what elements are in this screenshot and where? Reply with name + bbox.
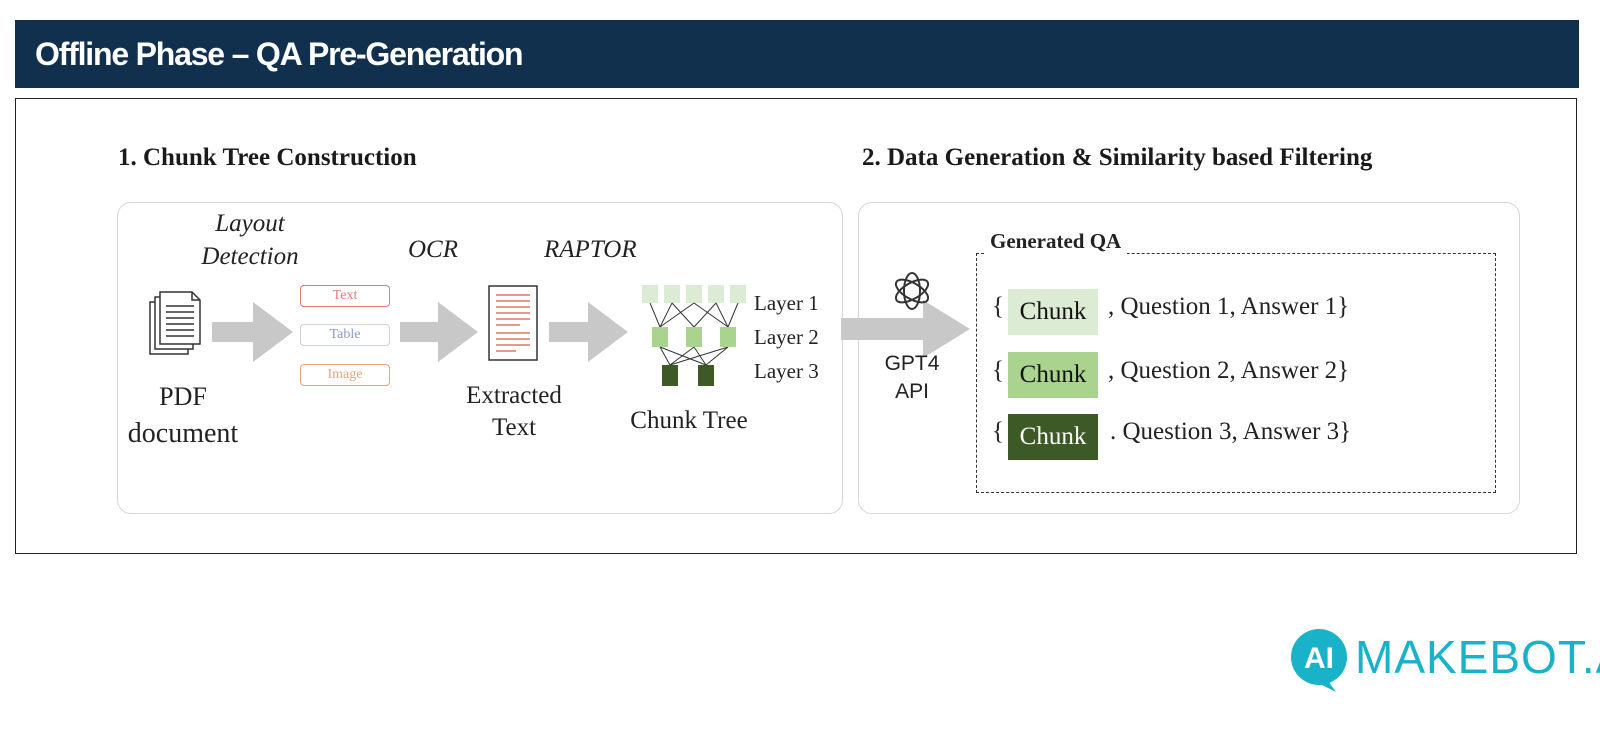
layout-label-line1: Layout	[215, 210, 285, 237]
layout-label-line2: Detection	[201, 243, 299, 270]
arrow-raptor	[549, 302, 628, 362]
extracted-label-line1: Extracted	[466, 382, 562, 409]
pdf-label-line2: document	[127, 418, 239, 449]
text-document-icon	[488, 285, 538, 361]
qa-row-1-open: {	[992, 293, 1004, 320]
header-bar: Offline Phase – QA Pre-Generation	[15, 20, 1579, 88]
layer-1-label: Layer 1	[754, 291, 819, 315]
pdf-label-line1: PDF	[159, 382, 207, 411]
section2-title: 2. Data Generation & Similarity based Fi…	[862, 144, 1373, 171]
generated-qa-box	[976, 253, 1496, 493]
page-title: Offline Phase – QA Pre-Generation	[35, 36, 524, 72]
layout-tag-text: Text	[300, 285, 390, 307]
data-generation-panel	[858, 202, 1520, 514]
qa-row-3-rest: . Question 3, Answer 3}	[1110, 418, 1352, 445]
layout-tag-table: Table	[300, 324, 390, 346]
extracted-label-line2: Text	[491, 414, 537, 441]
arrow-ocr	[400, 302, 478, 362]
gpt-label-line1: GPT4	[884, 352, 940, 375]
logo-badge-text: AI	[1304, 642, 1334, 675]
qa-row-2-chunk: Chunk	[1008, 352, 1098, 398]
layer-3-label: Layer 3	[754, 359, 819, 383]
chunk-tree-label: Chunk Tree	[630, 407, 748, 434]
qa-row-1-rest: , Question 1, Answer 1}	[1108, 293, 1350, 320]
chunk-tree-icon	[642, 285, 746, 386]
layer-2-label: Layer 2	[754, 325, 819, 349]
gpt-label-line2: API	[895, 380, 929, 403]
qa-row-2-rest: , Question 2, Answer 2}	[1108, 357, 1350, 384]
layout-tag-image: Image	[300, 364, 390, 386]
qa-row-1-chunk: Chunk	[1008, 289, 1098, 335]
arrow-gpt	[841, 300, 970, 358]
section1-title: 1. Chunk Tree Construction	[118, 144, 417, 171]
makebot-logo-icon: AI	[1291, 629, 1347, 692]
qa-row-3-open: {	[992, 418, 1004, 445]
ocr-label: OCR	[408, 236, 458, 263]
generated-qa-label: Generated QA	[984, 229, 1128, 254]
qa-row-2-open: {	[992, 357, 1004, 384]
chunk-tree-panel	[117, 202, 843, 514]
makebot-logo-text: MAKEBOT.AI	[1355, 631, 1600, 683]
document-stack-icon	[149, 291, 201, 355]
raptor-label: RAPTOR	[544, 236, 637, 263]
qa-row-3-chunk: Chunk	[1008, 414, 1098, 460]
openai-logo-icon	[894, 272, 930, 310]
arrow-layout	[212, 302, 293, 362]
